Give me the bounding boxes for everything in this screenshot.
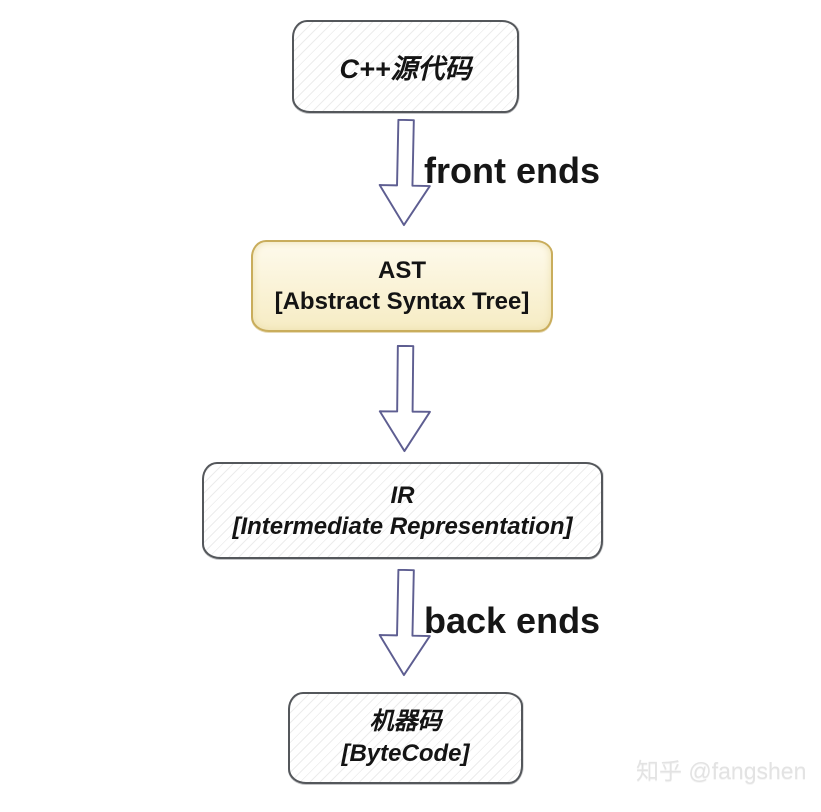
node-ast-title: AST <box>378 257 426 284</box>
node-ast: AST [Abstract Syntax Tree] <box>251 240 553 332</box>
node-ir-subtitle: [Intermediate Representation] <box>232 512 573 540</box>
node-ir: IR [Intermediate Representation] <box>202 462 603 559</box>
node-machine-code: 机器码 [ByteCode] <box>288 692 523 784</box>
node-ir-title: IR <box>390 481 415 509</box>
node-machine-code-subtitle: [ByteCode] <box>341 740 470 767</box>
down-arrow-icon <box>378 568 431 677</box>
down-arrow-icon <box>378 344 431 453</box>
node-ast-subtitle: [Abstract Syntax Tree] <box>274 288 530 315</box>
node-cpp-source-label: C++源代码 <box>339 54 472 84</box>
edge-label-back-ends: back ends <box>424 600 601 641</box>
down-arrow-icon <box>378 118 431 227</box>
edge-label-front-ends: front ends <box>424 150 600 191</box>
node-machine-code-title: 机器码 <box>369 708 442 735</box>
zhihu-watermark: 知乎 @fangshen <box>636 758 807 784</box>
node-cpp-source: C++源代码 <box>292 20 519 113</box>
